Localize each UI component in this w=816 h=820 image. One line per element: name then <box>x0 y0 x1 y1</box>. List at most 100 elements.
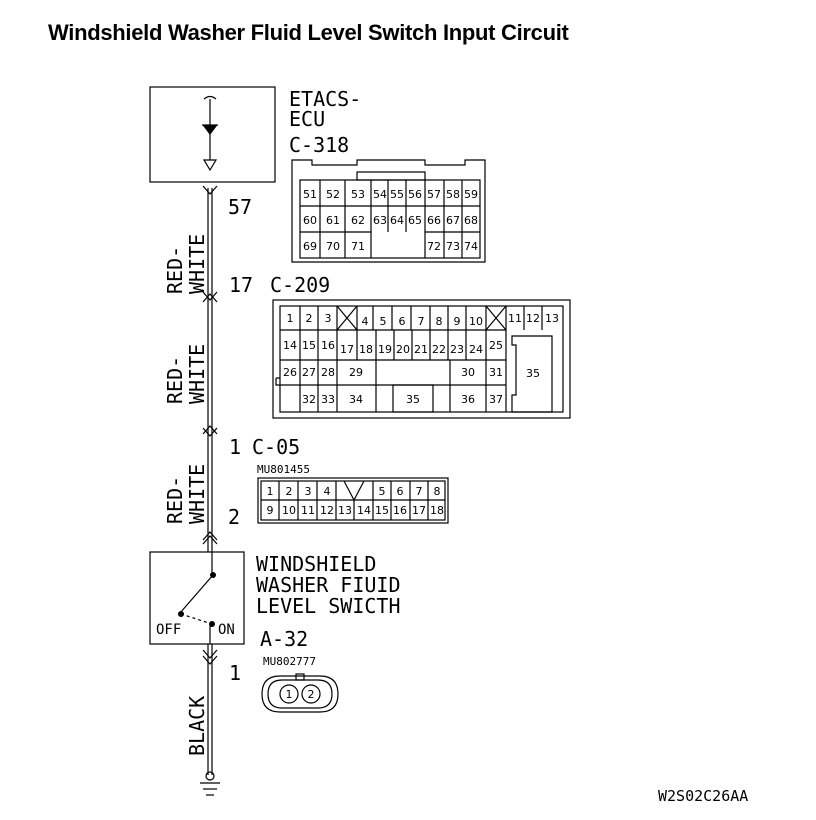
c209-connector-mark <box>202 291 218 301</box>
ecu-name-line2: ECU <box>289 107 325 131</box>
svg-text:2: 2 <box>286 485 293 498</box>
svg-text:16: 16 <box>393 504 407 517</box>
figure-code: W2S02C26AA <box>658 787 748 805</box>
ecu-pin-label: 57 <box>228 195 252 219</box>
svg-text:71: 71 <box>351 240 365 253</box>
svg-text:61: 61 <box>326 214 340 227</box>
svg-text:WHITE: WHITE <box>185 464 209 524</box>
svg-text:26: 26 <box>283 366 297 379</box>
svg-text:31: 31 <box>489 366 503 379</box>
svg-text:17: 17 <box>340 343 354 356</box>
svg-text:3: 3 <box>305 485 312 498</box>
c05-connector-label: C-05 <box>252 435 300 459</box>
svg-text:RED-: RED- <box>163 356 187 404</box>
svg-text:5: 5 <box>379 485 386 498</box>
wire-label-3: RED- WHITE <box>163 464 209 524</box>
svg-text:73: 73 <box>446 240 460 253</box>
svg-text:20: 20 <box>396 343 410 356</box>
svg-text:6: 6 <box>399 315 406 328</box>
svg-text:65: 65 <box>408 214 422 227</box>
svg-text:13: 13 <box>545 312 559 325</box>
a32-connector-face <box>261 673 339 713</box>
svg-text:18: 18 <box>359 343 373 356</box>
svg-text:36: 36 <box>461 393 475 406</box>
svg-text:BLACK: BLACK <box>185 696 209 756</box>
svg-text:68: 68 <box>464 214 478 227</box>
c318-pin-numbers: 51 52 53 54 55 56 57 58 59 60 61 62 63 6… <box>303 188 478 253</box>
svg-text:9: 9 <box>267 504 274 517</box>
svg-text:RED-: RED- <box>163 476 187 524</box>
svg-text:RED-: RED- <box>163 246 187 294</box>
svg-text:10: 10 <box>469 315 483 328</box>
svg-text:37: 37 <box>489 393 503 406</box>
a32-pin-label: 1 <box>229 661 241 685</box>
svg-text:56: 56 <box>408 188 422 201</box>
svg-text:8: 8 <box>434 485 441 498</box>
c05-pin-numbers: 1 2 3 4 5 6 7 8 9 10 11 12 13 14 15 16 1… <box>267 485 445 517</box>
svg-text:69: 69 <box>303 240 317 253</box>
svg-text:35: 35 <box>526 367 540 380</box>
svg-text:WHITE: WHITE <box>185 344 209 404</box>
switch-box <box>149 551 245 645</box>
svg-text:16: 16 <box>321 339 335 352</box>
svg-text:60: 60 <box>303 214 317 227</box>
svg-text:3: 3 <box>325 312 332 325</box>
svg-text:5: 5 <box>380 315 387 328</box>
svg-text:11: 11 <box>301 504 315 517</box>
ground-point <box>205 771 215 781</box>
svg-text:58: 58 <box>446 188 460 201</box>
svg-text:15: 15 <box>375 504 389 517</box>
c209-connector-face <box>272 299 571 419</box>
svg-text:33: 33 <box>321 393 335 406</box>
c318-connector-mark <box>202 185 218 195</box>
svg-text:63: 63 <box>373 214 387 227</box>
c318-connector-face <box>291 159 486 263</box>
svg-text:24: 24 <box>469 343 483 356</box>
a32-connector-mark <box>202 649 218 659</box>
svg-text:14: 14 <box>283 339 297 352</box>
svg-text:17: 17 <box>412 504 426 517</box>
svg-text:1: 1 <box>267 485 274 498</box>
svg-text:25: 25 <box>489 339 503 352</box>
ecu-name-line1: ETACS- <box>289 87 361 111</box>
svg-text:54: 54 <box>373 188 387 201</box>
svg-text:11: 11 <box>508 312 522 325</box>
svg-text:34: 34 <box>349 393 363 406</box>
svg-text:35: 35 <box>406 393 420 406</box>
svg-text:12: 12 <box>320 504 334 517</box>
svg-text:30: 30 <box>461 366 475 379</box>
svg-text:14: 14 <box>357 504 371 517</box>
svg-text:53: 53 <box>351 188 365 201</box>
svg-text:27: 27 <box>302 366 316 379</box>
svg-text:59: 59 <box>464 188 478 201</box>
a32-pin-1: 1 <box>286 688 293 701</box>
svg-text:51: 51 <box>303 188 317 201</box>
svg-text:4: 4 <box>324 485 331 498</box>
svg-text:32: 32 <box>302 393 316 406</box>
wire-label-2: RED- WHITE <box>163 344 209 404</box>
c05-part-number: MU801455 <box>257 463 310 476</box>
switch-name-line1: WINDSHIELD <box>256 552 376 576</box>
wire-label-1: RED- WHITE <box>163 234 209 294</box>
c209-connector-label: C-209 <box>270 273 330 297</box>
svg-text:4: 4 <box>362 315 369 328</box>
svg-text:57: 57 <box>427 188 441 201</box>
switch-off-label: OFF <box>156 622 181 638</box>
switch-on-label: ON <box>218 622 235 638</box>
svg-text:1: 1 <box>287 312 294 325</box>
c05-connector-face <box>257 477 449 524</box>
switch-arm <box>179 574 214 614</box>
ecu-box <box>149 86 276 183</box>
svg-text:18: 18 <box>430 504 444 517</box>
svg-text:28: 28 <box>321 366 335 379</box>
c05-pin-top-label: 1 <box>229 435 241 459</box>
svg-text:6: 6 <box>397 485 404 498</box>
svg-text:21: 21 <box>414 343 428 356</box>
switch-name-line3: LEVEL SWICTH <box>256 594 401 618</box>
a32-connector-label: A-32 <box>260 627 308 651</box>
svg-text:72: 72 <box>427 240 441 253</box>
ecu-connector-label: C-318 <box>289 133 349 157</box>
a32-part-number: MU802777 <box>263 655 316 668</box>
switch-connector-mark <box>202 535 218 545</box>
svg-text:22: 22 <box>432 343 446 356</box>
